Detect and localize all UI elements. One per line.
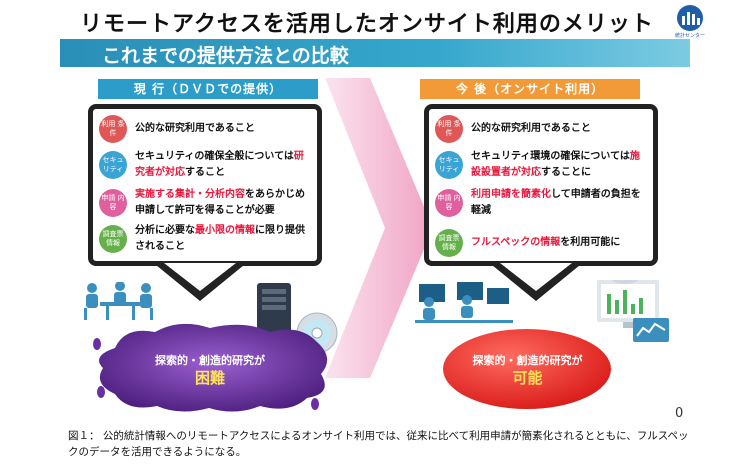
text-segment: して申請者の負担を軽減 [471, 189, 641, 216]
row-text: 公的な研究利用であること [471, 121, 649, 137]
onsite-workers-icon [415, 282, 513, 323]
figure-caption: 図１： 公的統計情報へのリモートアクセスによるオンサイト利用では、従来に比べて利… [68, 430, 689, 458]
badge-survey-info: 調査票 情報 [99, 225, 127, 253]
badge-application-content: 申請 内容 [435, 189, 463, 217]
row-survey-info: 調査票 情報 フルスペックの情報を利用可能に [429, 229, 653, 259]
logo-text: 統計センター [674, 33, 705, 39]
transition-arrow [325, 78, 433, 378]
left-outcome-line1: 探索的・創造的研究が [155, 354, 265, 367]
row-text: セキュリティ環境の確保については施設設置者が対応することに [471, 149, 649, 181]
difficult-outcome-blob [93, 323, 328, 412]
data-chart-screen-icon [597, 280, 669, 342]
row-survey-info: 調査票 情報 分析に必要な最小限の情報に限り提供されること [93, 223, 317, 259]
text-highlight: 施設設置者が対応 [471, 151, 640, 178]
statistics-center-logo: 統計センター [668, 4, 712, 40]
row-application-content: 申請 内容 利用申請を簡素化して申請者の負担を軽減 [429, 187, 653, 223]
page-title: リモートアクセスを活用したオンサイト利用のメリット [80, 12, 654, 37]
row-security: セキュ リティ セキュリティ環境の確保については施設設置者が対応することに [429, 149, 653, 185]
badge-survey-info: 調査票 情報 [435, 229, 463, 257]
badge-security: セキュ リティ [435, 151, 463, 179]
meeting-people-icon [84, 282, 153, 320]
right-speech-pointer-inner [500, 263, 572, 291]
future-method-tag: 今 後（オンサイト利用） [420, 79, 640, 99]
text-segment: をあらかじめ申請して許可を得ることが必要 [135, 189, 305, 216]
badge-application-content: 申請 内容 [99, 189, 127, 217]
row-text: 利用申請を簡素化して申請者の負担を軽減 [471, 187, 649, 219]
subtitle-banner: これまでの提供方法との比較 [60, 39, 690, 67]
text-highlight: フルスペックの情報 [471, 237, 561, 248]
subtitle: これまでの提供方法との比較 [102, 45, 349, 67]
text-segment: することに [541, 167, 591, 178]
text-segment: 公的な研究利用であること [471, 123, 591, 134]
current-method-tag: 現 行（ＤＶＤでの提供） [98, 79, 318, 99]
future-method-panel: 利用 条件 公的な研究利用であること セキュ リティ セキュリティ環境の確保につ… [424, 104, 658, 266]
text-segment: すること [185, 167, 225, 178]
page-number: 0 [675, 406, 684, 421]
current-method-panel: 利用 条件 公的な研究利用であること セキュ リティ セキュリティの確保全般につ… [88, 104, 322, 266]
row-text: 分析に必要な最小限の情報に限り提供されること [135, 223, 313, 255]
badge-usage-conditions: 利用 条件 [99, 115, 127, 143]
row-application-content: 申請 内容 実施する集計・分析内容をあらかじめ申請して許可を得ることが必要 [93, 187, 317, 223]
text-highlight: 利用申請を簡素化 [471, 189, 551, 200]
text-segment: セキュリティの確保全般については [135, 151, 294, 162]
right-outcome-line2: 可能 [512, 369, 543, 387]
row-text: 実施する集計・分析内容をあらかじめ申請して許可を得ることが必要 [135, 187, 313, 219]
badge-security: セキュ リティ [99, 151, 127, 179]
text-segment: 公的な研究利用であること [135, 123, 255, 134]
logo-icon [677, 5, 703, 31]
row-text: 公的な研究利用であること [135, 121, 313, 137]
row-security: セキュ リティ セキュリティの確保全般については研究者が対応すること [93, 149, 317, 185]
row-usage-conditions: 利用 条件 公的な研究利用であること [429, 115, 653, 145]
text-segment: 分析に必要な [135, 225, 195, 236]
text-highlight: 研究者が対応 [135, 151, 304, 178]
badge-usage-conditions: 利用 条件 [435, 115, 463, 143]
right-outcome-line1: 探索的・創造的研究が [472, 354, 583, 367]
text-highlight: 最小限の情報 [195, 225, 255, 236]
row-text: フルスペックの情報を利用可能に [471, 235, 649, 251]
text-segment: を利用可能に [560, 237, 621, 248]
possible-outcome-ellipse [443, 329, 611, 409]
left-speech-pointer-inner [164, 263, 236, 291]
row-usage-conditions: 利用 条件 公的な研究利用であること [93, 115, 317, 145]
text-segment: セキュリティ環境の確保については [471, 151, 630, 162]
left-outcome-line2: 困難 [194, 369, 225, 387]
row-text: セキュリティの確保全般については研究者が対応すること [135, 149, 313, 181]
text-highlight: 実施する集計・分析内容 [135, 189, 245, 200]
text-segment: に限り提供されること [135, 225, 305, 252]
